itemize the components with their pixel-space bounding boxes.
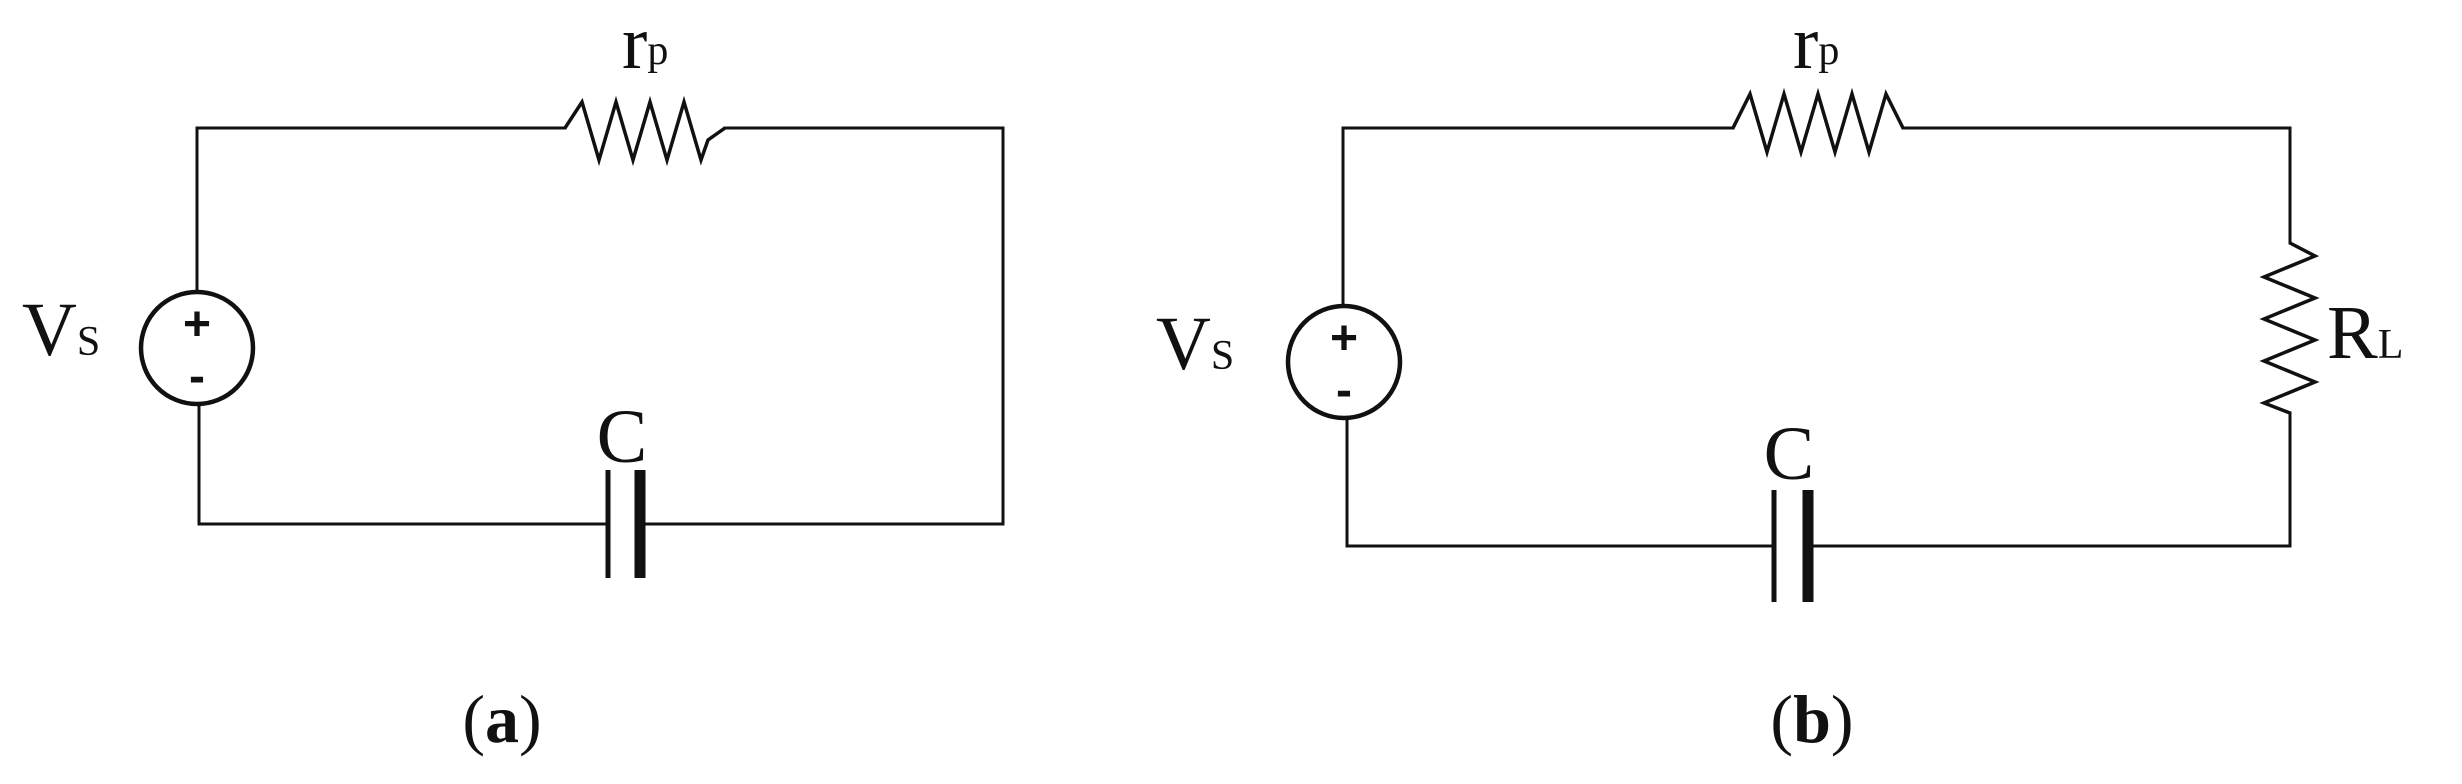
circuit-b-resistor-rl bbox=[2259, 241, 2320, 415]
circuit-b-rp-label: rp bbox=[1793, 1, 1839, 85]
circuit-a-capacitor-label: C bbox=[597, 395, 648, 479]
circuit-a-capacitor bbox=[605, 470, 646, 578]
circuit-a-wires bbox=[195, 126, 1005, 526]
caption-a: (a) bbox=[462, 681, 541, 757]
circuit-b-vs-sub: S bbox=[1211, 333, 1234, 379]
circuit-a-rp-main: r bbox=[622, 1, 647, 85]
caption-b-letter: b bbox=[1793, 681, 1831, 757]
circuit-b-source-circle bbox=[1285, 303, 1403, 421]
circuit-b-rl-sub: L bbox=[2378, 322, 2404, 368]
circuit-a-voltage-source: + - bbox=[138, 289, 256, 407]
circuit-b-vs-main: V bbox=[1156, 302, 1211, 386]
circuit-a-plus-sign: + bbox=[183, 298, 211, 351]
circuit-a-resistor-rp bbox=[563, 95, 727, 167]
circuit-a-minus-sign: - bbox=[189, 350, 205, 403]
circuit-b-rl-label: RL bbox=[2327, 291, 2403, 375]
circuit-a-source-circle bbox=[138, 289, 256, 407]
circuit-a-vs-sub: S bbox=[77, 319, 100, 365]
circuit-b-wires bbox=[1341, 126, 2292, 548]
circuit-a: rp + - VS C (a) bbox=[22, 1, 1005, 757]
circuit-b-capacitor-label: C bbox=[1764, 412, 1815, 496]
circuit-b-rp-sub: p bbox=[1818, 28, 1839, 74]
caption-a-close: ) bbox=[519, 681, 542, 757]
caption-b: (b) bbox=[1770, 681, 1853, 757]
circuit-b-resistor-rp bbox=[1731, 87, 1905, 159]
circuit-a-rp-label: rp bbox=[622, 1, 668, 85]
circuit-b-rp-main: r bbox=[1793, 1, 1818, 85]
caption-b-close: ) bbox=[1831, 681, 1854, 757]
circuit-b-plus-sign: + bbox=[1330, 312, 1358, 365]
circuit-b-capacitor bbox=[1771, 490, 1814, 602]
circuit-a-vs-main: V bbox=[22, 288, 77, 372]
circuit-b-minus-sign: - bbox=[1336, 364, 1352, 417]
caption-b-open: ( bbox=[1770, 681, 1793, 757]
circuit-b-rl-main: R bbox=[2327, 291, 2378, 375]
caption-a-open: ( bbox=[462, 681, 485, 757]
circuit-b-voltage-source: + - bbox=[1285, 303, 1403, 421]
circuit-b: rp RL + - VS C (b) bbox=[1156, 1, 2403, 757]
caption-a-letter: a bbox=[485, 681, 519, 757]
circuit-a-vs-label: VS bbox=[22, 288, 100, 372]
circuit-b-vs-label: VS bbox=[1156, 302, 1234, 386]
circuit-a-rp-sub: p bbox=[647, 28, 668, 74]
